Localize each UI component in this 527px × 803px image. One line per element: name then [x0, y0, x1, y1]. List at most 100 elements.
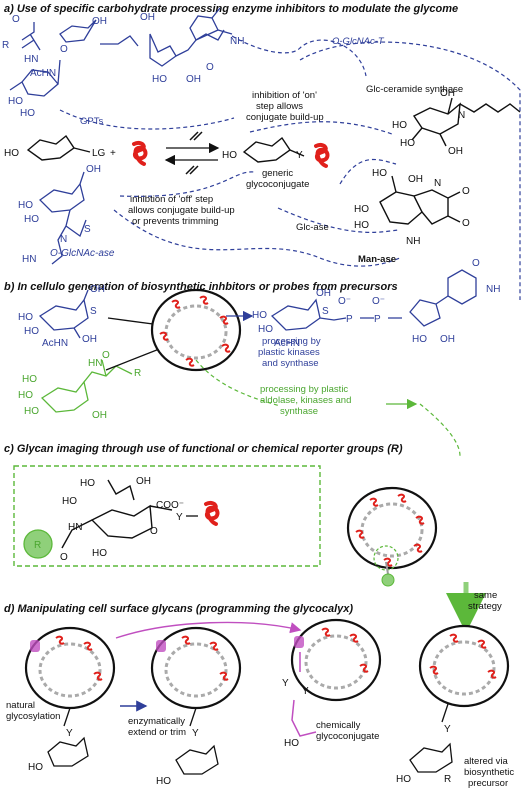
svg-text:HO: HO: [8, 96, 23, 107]
natural-2: glycosylation: [6, 711, 60, 722]
chemically-2: glycoconjugate: [316, 731, 379, 742]
svg-text:OH: OH: [448, 146, 463, 157]
svg-text:HO: HO: [62, 496, 77, 507]
svg-text:HO: HO: [354, 204, 369, 215]
cell-c: [346, 486, 438, 570]
sialic-acid-reporter: [61, 479, 173, 549]
svg-text:HN: HN: [24, 54, 38, 65]
svg-text:O⁻: O⁻: [338, 296, 351, 307]
uridine-structure: [189, 7, 233, 41]
processing-green-1: processing by plastic: [260, 384, 348, 395]
off-step-line-1: inhibtion of 'off' step: [130, 194, 213, 205]
glycoconjugate-glyph: [314, 142, 330, 168]
natural-glycan: [47, 707, 89, 767]
svg-text:O: O: [150, 526, 158, 537]
svg-text:O: O: [60, 552, 68, 563]
svg-text:OH: OH: [140, 12, 155, 23]
svg-text:HO: HO: [372, 168, 387, 179]
extended-glycan: [175, 707, 219, 775]
cell-b: [150, 288, 242, 372]
svg-text:R: R: [444, 774, 451, 785]
chemical-glycan: [291, 652, 317, 737]
svg-text:Y: Y: [296, 150, 303, 161]
svg-text:O: O: [206, 62, 214, 73]
svg-text:HO: HO: [354, 220, 369, 231]
svg-text:HN: HN: [68, 522, 82, 533]
magenta-arrow: [115, 621, 302, 639]
processing-green-3: synthase: [280, 406, 318, 417]
svg-text:O: O: [102, 350, 110, 361]
same-strategy-2: strategy: [468, 601, 502, 612]
udp-thio-glcnac-product: [270, 269, 477, 331]
altered-glycan: [409, 703, 453, 773]
equilibrium-arrows: [164, 131, 220, 175]
svg-text:HO: HO: [18, 200, 33, 211]
on-step-line-2: step allows: [256, 101, 303, 112]
gpts-label: GPTs: [80, 116, 103, 127]
off-step-line-2: allows conjugate build-up: [128, 205, 235, 216]
glycoconjugate-sugar: [242, 136, 305, 163]
svg-text:OH: OH: [136, 476, 151, 487]
svg-text:HO: HO: [396, 774, 411, 785]
svg-text:O-GlcNAc-ase: O-GlcNAc-ase: [50, 248, 115, 259]
off-step-line-3: or prevents trimming: [132, 216, 219, 227]
reporter-glyph: [204, 500, 220, 526]
generic-line-1: generic: [262, 168, 293, 179]
section-a-title: a) Use of specific carbohydrate processi…: [4, 3, 458, 15]
chemically-1: chemically: [316, 720, 361, 731]
svg-text:N: N: [458, 110, 465, 121]
butyl-dnj-structure: [411, 97, 521, 147]
on-step-line-1: inhibition of 'on': [252, 90, 317, 101]
svg-text:AcHN: AcHN: [30, 68, 56, 79]
man-ase-label: Man-ase: [358, 254, 396, 265]
svg-text:O: O: [462, 186, 470, 197]
thiamet-structure: [38, 171, 87, 265]
svg-text:+: +: [110, 148, 116, 159]
o-glcnac-t-label: O-GlcNAc-T: [332, 36, 385, 47]
svg-text:Y: Y: [66, 728, 73, 739]
svg-text:HO: HO: [18, 390, 33, 401]
svg-text:HO: HO: [24, 214, 39, 225]
glc-ceramide-synthase-label: Glc-ceramide synthase: [366, 84, 463, 95]
generic-line-2: glycoconjugate: [246, 179, 309, 190]
svg-text:N: N: [60, 234, 67, 245]
svg-text:HO: HO: [252, 310, 267, 321]
svg-text:P: P: [346, 314, 353, 325]
svg-text:HN: HN: [88, 358, 102, 369]
svg-text:OH: OH: [408, 174, 423, 185]
cell-d4: [418, 624, 510, 708]
green-precursor: [40, 359, 133, 413]
svg-text:O⁻: O⁻: [372, 296, 385, 307]
svg-text:R: R: [34, 540, 41, 551]
svg-text:HO: HO: [392, 120, 407, 131]
thio-glcnac-precursor: [38, 289, 89, 339]
acceptor-glyph: [132, 140, 148, 166]
svg-text:HO: HO: [400, 138, 415, 149]
svg-text:OH: OH: [86, 164, 101, 175]
glc-ase-label: Glc-ase: [296, 222, 329, 233]
section-b-title: b) In cellulo generation of biosynthetic…: [4, 281, 398, 293]
altered-2: biosynthetic: [464, 767, 514, 778]
svg-text:COO⁻: COO⁻: [156, 500, 184, 511]
svg-text:Y: Y: [444, 724, 451, 735]
donor-sugar: [26, 134, 91, 161]
svg-text:O: O: [60, 44, 68, 55]
svg-text:HO: HO: [284, 738, 299, 749]
svg-text:HO: HO: [92, 548, 107, 559]
same-strategy-1: same: [474, 590, 497, 601]
svg-text:OH: OH: [316, 288, 331, 299]
leaving-group: LG: [92, 148, 106, 159]
svg-text:S: S: [322, 306, 329, 317]
svg-text:OH: OH: [92, 16, 107, 27]
svg-text:HO: HO: [412, 334, 427, 345]
svg-text:NH: NH: [406, 236, 420, 247]
svg-text:OH: OH: [440, 334, 455, 345]
svg-text:Y: Y: [302, 686, 309, 697]
on-step-line-3: conjugate build-up: [246, 112, 324, 123]
svg-text:O: O: [462, 218, 470, 229]
svg-text:HO: HO: [258, 324, 273, 335]
svg-text:HN: HN: [22, 254, 36, 265]
processing-green-2: aldolase, kinases and: [260, 395, 351, 406]
